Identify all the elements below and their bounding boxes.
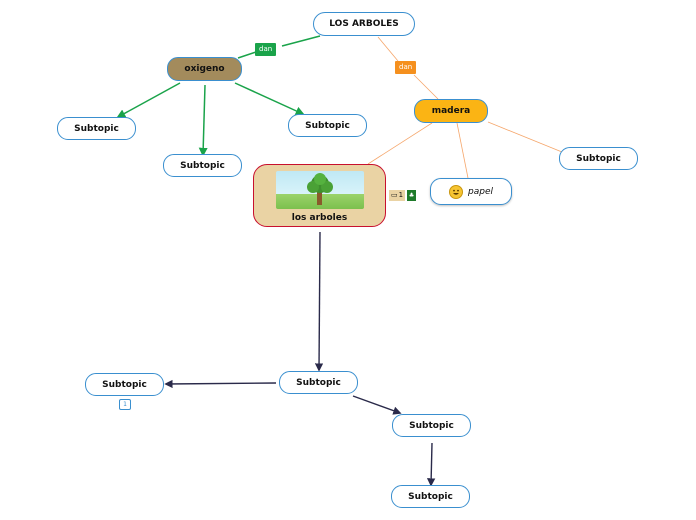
smiley-face-icon [449, 184, 463, 199]
oxigeno-node[interactable]: oxigeno [167, 57, 242, 81]
madera-node-label: madera [431, 106, 471, 116]
edge-oxigeno-to-subtopic-mid [198, 84, 208, 157]
central-node-los-arboles[interactable]: los arboles [253, 164, 386, 227]
subtopic-node-bottom-right[interactable]: Subtopic [392, 414, 471, 437]
subtopic-node-bottom-left[interactable]: Subtopic [85, 373, 164, 396]
tree-image [275, 171, 364, 209]
edge-madera-to-papel [456, 122, 469, 179]
edge-subtopic-to-right [352, 395, 402, 415]
subtopic-label: Subtopic [296, 377, 341, 388]
subtopic-count: 1 [123, 401, 127, 408]
subtopic-node-oxigeno-right[interactable]: Subtopic [288, 114, 367, 137]
edge-dan-to-madera [413, 74, 439, 100]
subtopic-node-oxigeno-left[interactable]: Subtopic [57, 117, 136, 140]
oxigeno-node-label: oxigeno [184, 64, 225, 74]
root-node[interactable]: LOS ARBOLES [313, 12, 415, 36]
edge-central-to-subtopic [314, 231, 324, 372]
subtopic-node-center[interactable]: Subtopic [279, 371, 358, 394]
edge-root-to-dan-left [281, 35, 321, 47]
edge-subtopic-to-left [164, 379, 277, 389]
subtopic-label: Subtopic [576, 153, 621, 164]
edge-subtopic-to-bottom [426, 442, 436, 487]
note-count: 1 [398, 191, 404, 199]
subtopic-label: Subtopic [305, 120, 350, 131]
central-node-badges: ▭ 1 ♣ [389, 190, 417, 201]
subtopic-label: Subtopic [408, 491, 453, 502]
edge-root-to-dan-right [377, 36, 399, 62]
note-icon: ▭ [391, 191, 398, 199]
central-node-label: los arboles [291, 213, 348, 223]
edge-oxigeno-to-subtopic-right [234, 82, 305, 116]
subtopic-count-badge[interactable]: 1 [119, 399, 131, 410]
subtopic-node-bottom[interactable]: Subtopic [391, 485, 470, 508]
subtopic-label: Subtopic [180, 160, 225, 171]
note-count-badge[interactable]: ▭ 1 [389, 190, 406, 201]
relation-tag-dan-right[interactable]: dan [395, 61, 417, 74]
relation-tag-dan-left[interactable]: dan [255, 43, 277, 56]
subtopic-node-madera[interactable]: Subtopic [559, 147, 638, 170]
edge-madera-to-central [367, 122, 433, 165]
root-node-label: LOS ARBOLES [329, 19, 399, 29]
papel-node[interactable]: papel [430, 178, 512, 205]
subtopic-label: Subtopic [102, 379, 147, 390]
leaf-icon[interactable]: ♣ [407, 190, 417, 201]
subtopic-label: Subtopic [74, 123, 119, 134]
edge-oxigeno-to-subtopic-left [116, 82, 181, 118]
papel-node-label: papel [468, 186, 493, 197]
subtopic-label: Subtopic [409, 420, 454, 431]
subtopic-node-oxigeno-mid[interactable]: Subtopic [163, 154, 242, 177]
edge-madera-to-subtopic [487, 121, 563, 153]
edge-dan-to-oxigeno [237, 51, 257, 59]
madera-node[interactable]: madera [414, 99, 488, 123]
